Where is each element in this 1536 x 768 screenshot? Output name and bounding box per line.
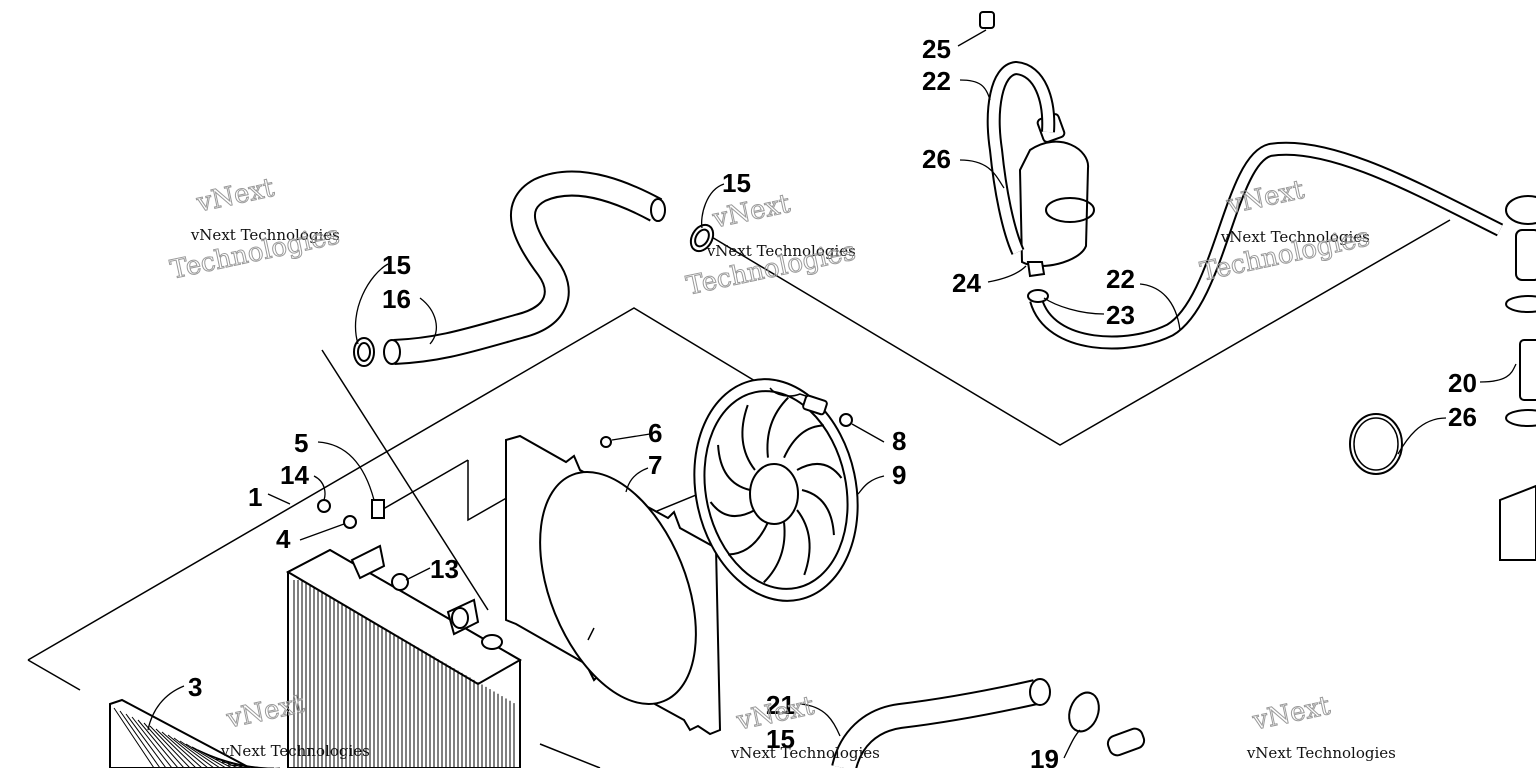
overflow-hose-top bbox=[986, 60, 1056, 255]
callout-13: 13 bbox=[430, 554, 459, 584]
callout-23: 23 bbox=[1106, 300, 1135, 330]
fan-blade bbox=[727, 521, 769, 556]
assembly-lines bbox=[27, 219, 1451, 768]
callout-20: 20 bbox=[1448, 368, 1477, 398]
callout-19: 19 bbox=[1030, 744, 1059, 768]
watermark-1: vNext vNext Technologies Technologies bbox=[167, 172, 343, 286]
bolt-14 bbox=[317, 499, 331, 513]
bracket-5 bbox=[371, 499, 385, 519]
fan-blade bbox=[741, 404, 756, 471]
callout-22-top: 22 bbox=[922, 66, 951, 96]
hose-clamp-15-left bbox=[353, 337, 375, 367]
screen-mesh-line bbox=[113, 707, 155, 768]
fan-blade bbox=[796, 509, 811, 576]
svg-text:vNext Technologies: vNext Technologies bbox=[220, 742, 370, 760]
nut-13 bbox=[391, 573, 409, 591]
coolant-reservoir bbox=[1018, 113, 1095, 278]
nut-8 bbox=[839, 413, 853, 427]
fan-blades bbox=[709, 396, 843, 584]
callout-7: 7 bbox=[648, 450, 662, 480]
nut-4 bbox=[343, 515, 357, 529]
screen-mesh-line bbox=[167, 734, 209, 768]
hardware bbox=[317, 413, 853, 591]
callout-24: 24 bbox=[952, 268, 981, 298]
screw-6 bbox=[600, 436, 612, 448]
fan-shroud bbox=[505, 434, 722, 736]
svg-text:vNext Technologies: vNext Technologies bbox=[1220, 228, 1370, 246]
screen-mesh-line bbox=[125, 713, 167, 768]
callout-25: 25 bbox=[922, 34, 951, 64]
callout-8: 8 bbox=[892, 426, 906, 456]
callout-15-left: 15 bbox=[382, 250, 411, 280]
screen-mesh bbox=[113, 707, 280, 768]
callout-22-right: 22 bbox=[1106, 264, 1135, 294]
callout-5: 5 bbox=[294, 428, 308, 458]
svg-text:vNext: vNext bbox=[1249, 691, 1333, 737]
radiator bbox=[285, 544, 523, 768]
callout-15-top: 15 bbox=[722, 168, 751, 198]
fan-blade bbox=[709, 501, 756, 518]
lower-radiator-hose bbox=[831, 678, 1051, 768]
svg-text:vNext Technologies: vNext Technologies bbox=[1246, 744, 1396, 762]
callout-26-top: 26 bbox=[922, 144, 951, 174]
callout-6: 6 bbox=[648, 418, 662, 448]
callout-21: 21 bbox=[766, 690, 795, 720]
svg-text:vNext Technologies: vNext Technologies bbox=[190, 226, 340, 244]
fan-blade bbox=[763, 522, 786, 584]
callout-9: 9 bbox=[892, 460, 906, 490]
reservoir-cap bbox=[979, 11, 995, 29]
watermark-3: vNext vNext Technologies Technologies bbox=[1197, 174, 1373, 288]
fan-blade bbox=[796, 462, 843, 479]
screen-mesh-line bbox=[131, 716, 173, 768]
upper-radiator-hose bbox=[383, 170, 666, 365]
callout-26-right: 26 bbox=[1448, 402, 1477, 432]
thermostat-housing bbox=[1106, 727, 1146, 757]
callout-15-bottom: 15 bbox=[766, 724, 795, 754]
screen-mesh-line bbox=[161, 731, 203, 768]
fan-blade bbox=[766, 396, 789, 458]
screen-mesh-line bbox=[137, 719, 179, 768]
overflow-hose-lower bbox=[1029, 141, 1504, 350]
hose-clamp-26-right bbox=[1349, 413, 1403, 475]
radiator-fins bbox=[293, 580, 515, 768]
screen-mesh-line bbox=[179, 740, 221, 768]
callout-3: 3 bbox=[188, 672, 202, 702]
svg-text:vNext Technologies: vNext Technologies bbox=[730, 744, 880, 762]
callout-16: 16 bbox=[382, 284, 411, 314]
cooling-fan bbox=[693, 378, 859, 602]
radiator-screen bbox=[109, 698, 280, 768]
hose-clamp-19 bbox=[1068, 691, 1100, 733]
screen-mesh-line bbox=[173, 737, 215, 768]
fan-blade bbox=[801, 489, 835, 536]
filler-neck-assembly bbox=[1499, 195, 1536, 561]
fan-blade bbox=[717, 444, 751, 491]
callout-1: 1 bbox=[248, 482, 262, 512]
callout-labels: 25 22 26 24 22 23 15 15 16 6 7 8 9 5 14 … bbox=[188, 34, 1477, 768]
svg-text:vNext: vNext bbox=[193, 173, 277, 219]
screen-mesh-line bbox=[185, 743, 227, 768]
fan-blade bbox=[783, 424, 825, 459]
screen-mesh-line bbox=[149, 725, 191, 768]
hose-clamp-23 bbox=[1027, 289, 1049, 303]
screen-mesh-line bbox=[143, 722, 185, 768]
leader-lines bbox=[147, 29, 1517, 759]
screen-mesh-line bbox=[119, 710, 161, 768]
svg-text:vNext Technologies: vNext Technologies bbox=[706, 242, 856, 260]
callout-4: 4 bbox=[276, 524, 291, 554]
watermark-6: vNext vNext Technologies bbox=[1246, 690, 1396, 762]
callout-14: 14 bbox=[280, 460, 309, 490]
screen-mesh-line bbox=[155, 728, 197, 768]
hose-clamp-15-top bbox=[689, 223, 715, 253]
